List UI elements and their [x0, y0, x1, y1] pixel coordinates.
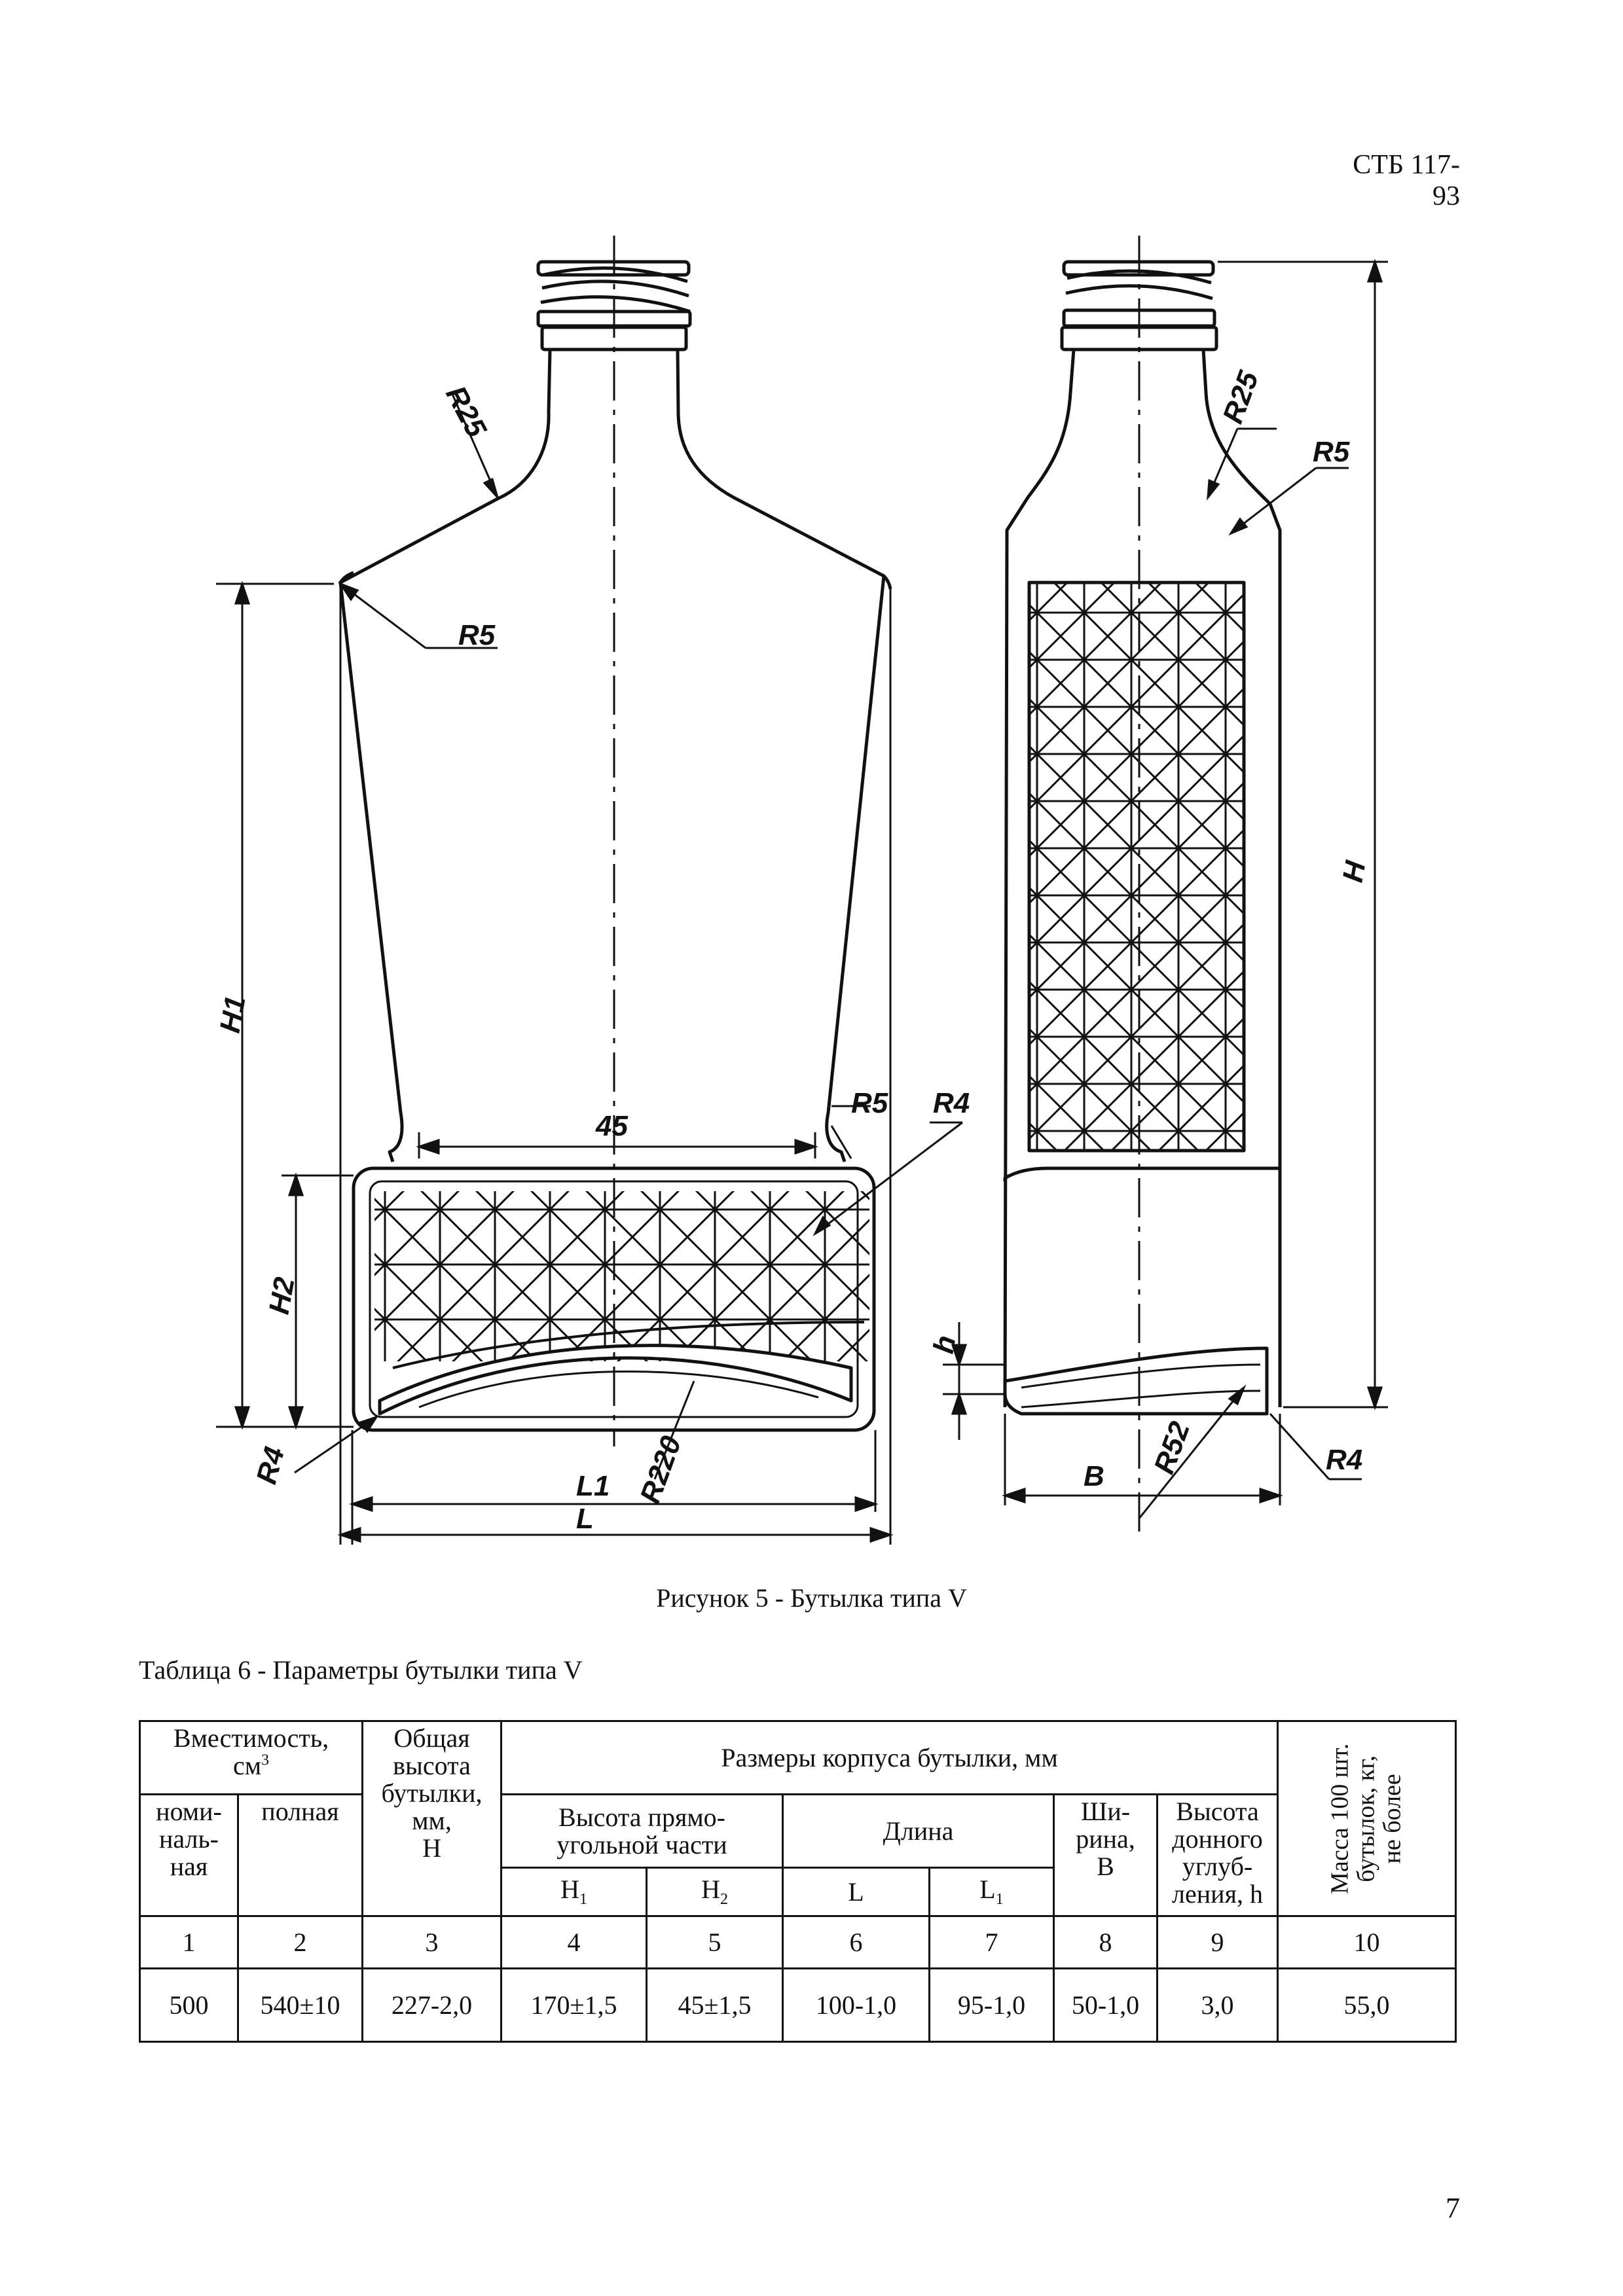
header-width: Ши- рина, В: [1053, 1793, 1159, 1917]
label-b: B: [1084, 1460, 1104, 1492]
cell-width: 50-1,0: [1053, 1967, 1159, 2043]
header-length: Длина: [782, 1793, 1055, 1869]
front-bottle-outline: [338, 349, 886, 1162]
label-r25-front: R25: [439, 381, 492, 443]
label-h-small: h: [928, 1333, 962, 1356]
cell-l: 100-1,0: [782, 1967, 931, 2043]
cell-nominal: 500: [139, 1967, 239, 2043]
column-number: 9: [1156, 1915, 1279, 1969]
cell-bottom-depth: 3,0: [1156, 1967, 1279, 2043]
table-row: 500 540±10 227-2,0 170±1,5 45±1,5 100-1,…: [139, 1967, 1457, 2043]
front-dimensions: [216, 392, 963, 1545]
label-r5-shoulder: R5: [458, 619, 496, 651]
label-45: 45: [595, 1110, 628, 1142]
label-h-side: H: [1337, 858, 1372, 885]
table-title: Таблица 6 - Параметры бутылки типа V: [139, 1655, 583, 1685]
cell-h1: 170±1,5: [500, 1967, 648, 2043]
page-number: 7: [1446, 2192, 1460, 2224]
header-total-height: Общая высота бутылки, мм, Н: [361, 1720, 503, 1917]
bottle-drawing: R25 R5 R5 R4 R4 R220 45 H1 H2 L1 L: [214, 236, 1388, 1545]
label-r4-bottom: R4: [250, 1444, 291, 1488]
label-r5-side: R5: [1313, 436, 1350, 468]
label-r220: R220: [634, 1431, 687, 1507]
column-number: 7: [928, 1915, 1055, 1969]
side-bottle-outline: [1003, 349, 1282, 1408]
cell-full: 540±10: [236, 1967, 364, 2043]
front-hatch: [374, 1191, 869, 1361]
side-view: [1003, 236, 1282, 1532]
header-h1: Н1: [500, 1867, 648, 1917]
header-bottom-depth: Высота донного углуб- ления, h: [1156, 1793, 1279, 1917]
cell-total-height: 227-2,0: [361, 1967, 503, 2043]
front-view: [338, 236, 892, 1446]
figure-caption: Рисунок 5 - Бутылка типа V: [656, 1583, 967, 1613]
label-r4-front: R4: [933, 1087, 970, 1119]
column-number: 3: [361, 1915, 503, 1969]
header-capacity: Вместимость,см3: [138, 1720, 364, 1795]
column-number: 2: [236, 1915, 364, 1969]
header-full: полная: [236, 1793, 364, 1917]
label-r4-side: R4: [1326, 1444, 1362, 1476]
label-r25-side: R25: [1216, 367, 1265, 427]
header-mass: Масса 100 шт. бутылок, кг, не более: [1277, 1720, 1457, 1917]
side-bottom: [1003, 1346, 1269, 1416]
cell-mass: 55,0: [1277, 1967, 1457, 2043]
side-hatch: [1027, 581, 1246, 1153]
header-h2: Н2: [646, 1867, 784, 1917]
front-bottom-arch: [378, 1344, 853, 1416]
column-number: 6: [782, 1915, 931, 1969]
label-l: L: [576, 1503, 594, 1535]
cell-h2: 45±1,5: [646, 1967, 784, 2043]
header-rect-height: Высота прямо- угольной части: [500, 1793, 784, 1869]
side-dimensions: [943, 259, 1388, 1519]
cell-l1: 95-1,0: [928, 1967, 1055, 2043]
header-nominal: номи- наль- ная: [139, 1793, 239, 1917]
header-body-dimensions: Размеры корпуса бутылки, мм: [500, 1720, 1279, 1795]
column-number: 4: [500, 1915, 648, 1969]
front-dimension-labels: R25 R5 R5 R4 R4 R220 45 H1 H2 L1 L: [214, 381, 970, 1535]
header-l1: L1: [928, 1867, 1055, 1917]
column-number-row: 1 2 3 4 5 6 7 8 9 10: [139, 1915, 1457, 1969]
column-number: 10: [1277, 1915, 1457, 1969]
label-h2: H2: [263, 1274, 301, 1316]
label-r52: R52: [1148, 1417, 1196, 1478]
header-l: L: [782, 1867, 931, 1917]
parameters-table: Вместимость,см3 Общая высота бутылки, мм…: [138, 1720, 1457, 2043]
label-h1: H1: [214, 994, 252, 1035]
column-number: 1: [139, 1915, 239, 1969]
column-number: 5: [646, 1915, 784, 1969]
column-number: 8: [1053, 1915, 1159, 1969]
label-r5-neck: R5: [851, 1087, 888, 1119]
document-code: СТБ 117-93: [1353, 150, 1460, 211]
label-l1: L1: [576, 1470, 610, 1502]
